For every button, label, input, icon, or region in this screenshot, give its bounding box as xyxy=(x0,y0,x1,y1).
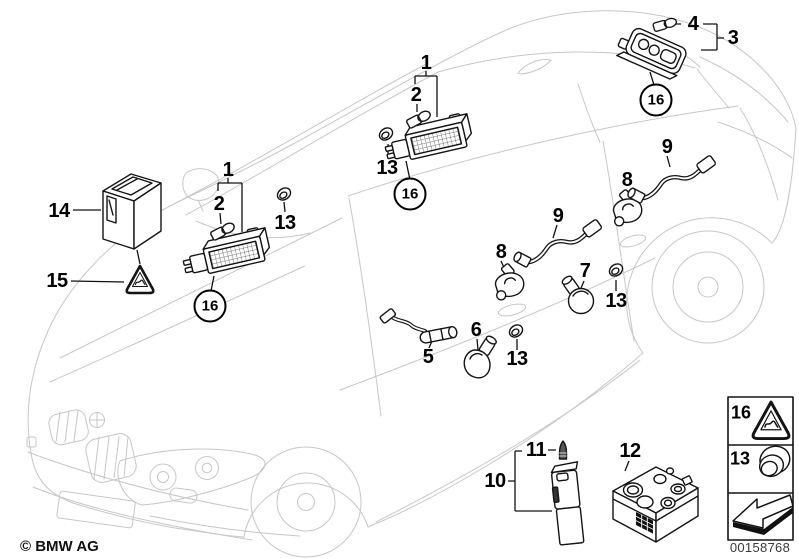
legend-16-label: 16 xyxy=(730,402,752,423)
leader-lines xyxy=(70,23,724,512)
bmw-roundel xyxy=(89,412,105,428)
callout-15-warning-triangle[interactable]: 15 xyxy=(46,270,68,292)
front-door-handle xyxy=(497,303,527,317)
spare-bulb-box xyxy=(612,466,699,543)
direction-arrow-icon xyxy=(732,494,794,535)
fog-lamp xyxy=(169,487,198,504)
callout-8-front-door-lamp[interactable]: 8 xyxy=(495,241,507,263)
callout-14-glovebox-lamp[interactable]: 14 xyxy=(48,200,70,222)
callout-6-entry-lamp[interactable]: 6 xyxy=(470,319,482,341)
tow-hook-cover xyxy=(26,436,37,448)
festoon-bulb-rear xyxy=(406,110,431,129)
door-cable-front xyxy=(513,219,602,268)
warning-triangle xyxy=(125,264,155,295)
roof-lamp xyxy=(616,27,687,80)
kidney-grille xyxy=(48,409,137,483)
roof-lamp-bulb xyxy=(652,17,678,32)
callout-12-bulb-box[interactable]: 12 xyxy=(619,440,641,462)
torch xyxy=(550,461,585,546)
circled-16-front[interactable]: 16 xyxy=(193,289,227,323)
callout-9-rear-cable[interactable]: 9 xyxy=(661,136,673,158)
door-lamp-front xyxy=(494,263,525,301)
side-mirror xyxy=(182,168,220,212)
entry-lamp xyxy=(463,335,497,379)
circled-16-rear[interactable]: 16 xyxy=(393,177,427,211)
car-outline xyxy=(26,10,797,558)
callout-10-torch[interactable]: 10 xyxy=(484,470,506,492)
grommet-icon xyxy=(758,445,791,478)
callout-13-front-door-grommet[interactable]: 13 xyxy=(506,348,528,370)
warning-triangle-icon xyxy=(751,400,791,441)
license-plate xyxy=(56,490,136,529)
callout-2-front-bulb[interactable]: 2 xyxy=(213,193,225,215)
diagram-number: 00158768 xyxy=(729,540,791,555)
callout-13-rear-grommet[interactable]: 13 xyxy=(376,157,398,179)
grommet-front xyxy=(276,187,292,201)
callout-2-rear-bulb[interactable]: 2 xyxy=(410,84,422,106)
rear-wheel xyxy=(651,230,765,344)
roof-antenna xyxy=(517,59,552,75)
grommet-door xyxy=(608,263,624,277)
front-wheel xyxy=(250,446,362,558)
car-silhouette xyxy=(27,10,797,538)
callout-13-front-grommet[interactable]: 13 xyxy=(274,212,296,234)
callout-7-round-lamp[interactable]: 7 xyxy=(579,260,591,282)
rear-door-handle xyxy=(619,234,647,248)
festoon-bulb-front xyxy=(210,222,235,241)
legend-box xyxy=(727,396,794,541)
callout-8-rear-door-lamp[interactable]: 8 xyxy=(621,169,633,191)
glovebox-lamp xyxy=(102,173,162,250)
callout-3-roof-lamp[interactable]: 3 xyxy=(727,27,739,49)
callout-1-front-lamp[interactable]: 1 xyxy=(222,159,234,181)
callout-13-door-grommet[interactable]: 13 xyxy=(605,290,627,312)
copyright-text: © BMW AG xyxy=(20,538,99,555)
reading-lamp-rear xyxy=(384,113,473,160)
door-cable-rear xyxy=(627,155,716,204)
torch-bulb xyxy=(558,440,568,460)
callout-11-torch-bulb[interactable]: 11 xyxy=(525,439,547,461)
circled-16-roof[interactable]: 16 xyxy=(639,83,673,117)
callout-5-mirror-lamp[interactable]: 5 xyxy=(422,346,434,368)
legend-13-label: 13 xyxy=(729,448,751,469)
callout-4-roof-bulb[interactable]: 4 xyxy=(687,13,699,35)
grommet-front-door xyxy=(508,324,524,338)
grommet-rear xyxy=(378,127,394,141)
round-lamp xyxy=(561,275,595,315)
headlight xyxy=(117,448,266,506)
reading-lamp-front xyxy=(182,227,271,274)
callout-9-front-cable[interactable]: 9 xyxy=(552,205,564,227)
mirror-lamp xyxy=(379,308,458,344)
callout-1-rear-lamp[interactable]: 1 xyxy=(420,52,432,74)
